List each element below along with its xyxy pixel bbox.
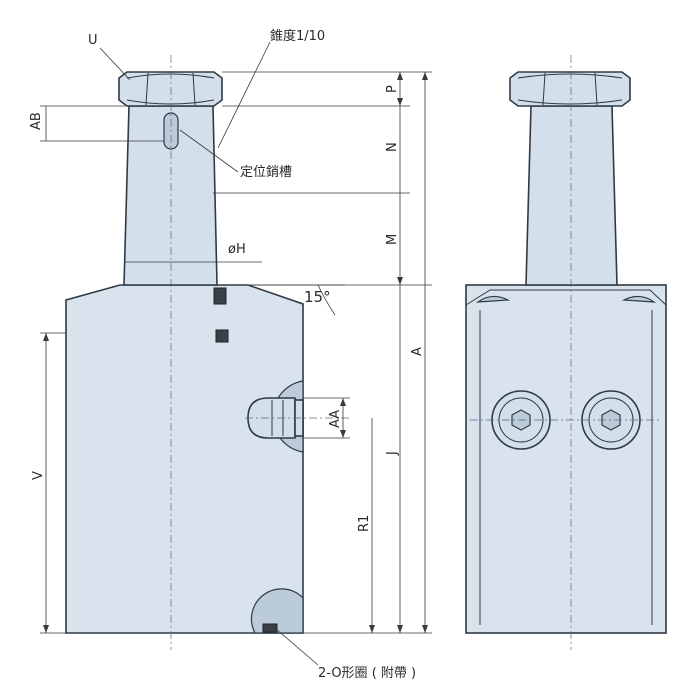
dimension-labels: U 錐度1/10 AB 定位銷槽 øH 15° P N M A AA J R1 …: [29, 28, 425, 681]
label-v: V: [31, 471, 46, 480]
o-ring-seat: [250, 588, 304, 634]
label-j: J: [385, 451, 400, 456]
label-p: P: [385, 85, 400, 93]
pin-detail-upper: [213, 287, 227, 305]
dimension-lines: [40, 41, 432, 666]
label-taper: 錐度1/10: [270, 28, 325, 44]
label-u: U: [88, 33, 98, 48]
side-view-hex-nut: [118, 71, 223, 107]
label-aa: AA: [328, 410, 343, 428]
label-a: A: [410, 347, 425, 356]
label-phi-h: øH: [228, 242, 246, 257]
front-view: [465, 55, 667, 650]
side-view: [65, 55, 350, 650]
front-view-hex-nut: [509, 71, 631, 107]
front-view-main-body: [465, 284, 667, 634]
label-n: N: [385, 142, 400, 152]
label-r1: R1: [357, 515, 372, 532]
side-view-main-body: [65, 284, 304, 634]
front-view-stem: [525, 105, 618, 286]
label-ab: AB: [29, 112, 44, 130]
label-o-ring: 2-O形圈 ( 附帶 ): [318, 666, 416, 681]
label-angle: 15°: [304, 288, 331, 306]
label-locating-groove: 定位銷槽: [240, 164, 292, 180]
pin-detail-lower: [215, 329, 229, 343]
label-m: M: [385, 234, 400, 245]
